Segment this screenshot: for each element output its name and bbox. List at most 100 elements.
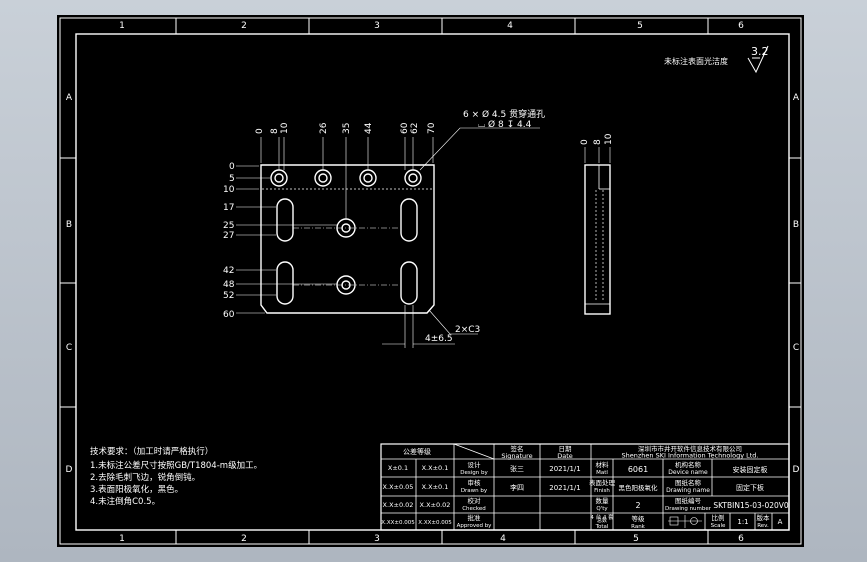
roughness-note: 未标注表面光洁度 [664, 56, 728, 66]
outer-frame [59, 17, 802, 545]
dim-top-0: 0 [255, 128, 265, 134]
date-1: 2021/1/1 [549, 465, 580, 473]
dim-top-62: 62 [410, 123, 420, 134]
zone-labels: 1 2 3 4 5 6 1 2 3 4 5 6 A B C D A B C D [66, 21, 800, 544]
date-2: 2021/1/1 [549, 484, 580, 492]
col-label-top-6: 6 [738, 21, 744, 31]
row-label-right-a: A [793, 93, 800, 103]
signature-1: 张三 [510, 464, 524, 473]
projection-symbol-icon [668, 515, 702, 528]
role-3-cn: 校对 [468, 496, 482, 505]
row-label-left-b: B [66, 220, 72, 230]
front-dim-lines [236, 127, 540, 348]
side-dim-text: 0 8 10 [580, 133, 614, 145]
role-2-en: Drawn by [461, 488, 488, 494]
dim-left-60: 60 [223, 310, 235, 320]
bottom-dim: 4±6.5 [425, 334, 453, 344]
tech-title: 技术要求：（加工时请严格执行） [90, 446, 213, 457]
side-dim-10: 10 [604, 133, 614, 145]
company-cn: 深圳市市井开软件信息技术有限公司 [638, 444, 742, 453]
scale-label-cn: 比例 [712, 513, 725, 522]
date-header-cn: 日期 [559, 445, 573, 453]
tech-requirements: 技术要求：（加工时请严格执行） 1.未标注公差尺寸按照GB/T1804-m级加工… [90, 446, 262, 507]
rev-label-cn: 版本 [757, 513, 771, 522]
drawing-name-value: 固定下板 [736, 483, 764, 492]
col-label-bottom-4: 4 [500, 534, 506, 544]
title-block-text: 公差等级 X±0.1 X.X±0.1 X.X±0.05 X.X±0.1 X.X±… [381, 444, 789, 530]
side-dim-0: 0 [580, 139, 590, 145]
dim-left-27: 27 [223, 231, 234, 241]
slots [276, 198, 418, 305]
qty-label-cn: 数量 [596, 496, 610, 505]
col-label-bottom-6: 6 [738, 534, 744, 544]
role-4-cn: 批准 [468, 513, 482, 522]
total-label-cn: 总数 [597, 517, 607, 524]
side-dim-lines [584, 147, 611, 163]
signature-header-cn: 签名 [511, 444, 524, 453]
qty-value: 2 [635, 501, 640, 510]
rev-label-en: Rev. [757, 523, 769, 529]
tech-line-3: 3.表面阳极氧化，黑色。 [90, 484, 183, 495]
rank-label-en: Rank [631, 524, 646, 530]
dim-left-42: 42 [223, 266, 234, 276]
side-view[interactable] [584, 164, 611, 315]
material-label-cn: 材料 [596, 460, 610, 469]
role-1-en: Design by [460, 470, 488, 476]
row-label-left-a: A [66, 93, 73, 103]
finish-label-en: Finish [594, 488, 610, 494]
col-label-bottom-2: 2 [241, 534, 247, 544]
drawing-number-value: SKTBIN15-03-020V0 [713, 501, 789, 510]
company-en: Shenzhen SKI Information Technology Ltd. [622, 452, 759, 460]
tol-row-3a: X.X±0.02 [383, 501, 414, 509]
dim-left-52: 52 [223, 291, 234, 301]
col-label-top-1: 1 [119, 21, 125, 31]
col-label-top-5: 5 [637, 21, 643, 31]
drawing-name-label-en: Drawing name [666, 487, 710, 494]
title-block[interactable] [380, 443, 790, 531]
dim-top-10: 10 [280, 122, 290, 134]
drawing-sheet[interactable] [57, 15, 804, 547]
dim-top-70: 70 [427, 122, 437, 134]
dim-top-26: 26 [319, 122, 329, 134]
drawing-name-label-cn: 图纸名称 [675, 478, 702, 487]
dim-top-35: 35 [342, 123, 352, 134]
tol-row-1b: X.X±0.1 [422, 464, 449, 472]
dim-left-10: 10 [223, 185, 235, 195]
dim-top-8: 8 [270, 128, 280, 134]
tol-row-3b: X.X±0.02 [420, 501, 451, 509]
dim-top-60: 60 [400, 122, 410, 134]
finish-value: 黑色阳极氧化 [619, 483, 659, 492]
rank-label-cn: 等级 [632, 514, 646, 523]
tech-line-2: 2.去除毛刺飞边，锐角倒钝。 [90, 472, 200, 483]
qty-label-en: Q'ty [596, 506, 608, 512]
col-label-top-4: 4 [507, 21, 513, 31]
device-name-value: 安装固定板 [733, 465, 768, 474]
tech-line-4: 4.未注倒角C0.5。 [90, 496, 160, 507]
finish-label-cn: 表面处理 [589, 478, 616, 487]
front-dim-text: 0 8 10 26 35 44 60 62 70 0 5 10 17 25 27… [223, 108, 545, 344]
material-value: 6061 [628, 465, 648, 474]
dim-left-48: 48 [223, 280, 235, 290]
dim-left-25: 25 [223, 221, 234, 231]
drawing-number-label-cn: 图纸编号 [675, 496, 702, 505]
col-label-top-2: 2 [241, 21, 247, 31]
hole-note-line2: ⌴ Ø 8 ↧ 4.4 [478, 119, 532, 130]
tol-row-2a: X.X±0.05 [383, 483, 414, 491]
col-label-top-3: 3 [374, 21, 380, 31]
row-label-right-b: B [793, 220, 799, 230]
zone-ticks [60, 18, 801, 544]
rev-value: A [778, 518, 783, 526]
device-name-label-en: Device name [668, 469, 708, 476]
tol-row-2b: X.X±0.1 [422, 483, 449, 491]
material-label-en: Matl [596, 470, 608, 476]
role-2-cn: 审核 [468, 478, 482, 487]
row-label-right-d: D [793, 465, 800, 475]
hole-note-line1: 6 × Ø 4.5 贯穿通孔 [463, 108, 545, 120]
scale-label-en: Scale [711, 523, 726, 529]
plate-outline [260, 164, 435, 314]
dim-top-44: 44 [364, 122, 374, 134]
signature-2: 李四 [510, 483, 524, 492]
role-1-cn: 设计 [468, 460, 482, 469]
row-label-left-d: D [66, 465, 73, 475]
